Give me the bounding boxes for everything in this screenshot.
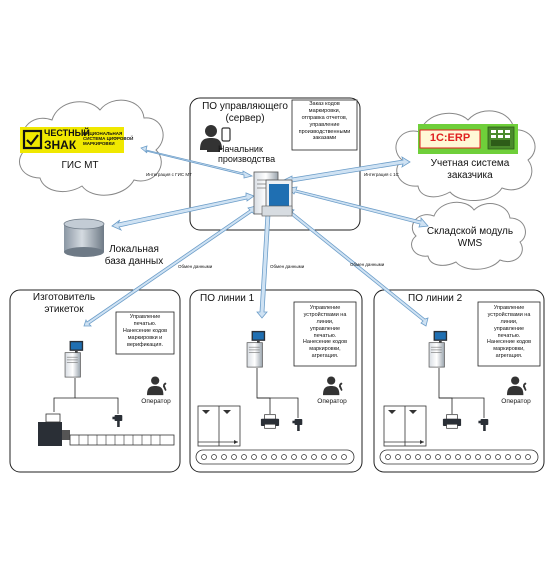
exchange-label-1: Обмен данными: [178, 264, 213, 269]
roller: [241, 454, 247, 460]
roller: [415, 454, 421, 460]
note-line: маркировки,: [309, 346, 341, 353]
note-line: Управление: [309, 305, 341, 311]
gis-integration-label: Интеграция с ГИС МТ: [146, 172, 192, 177]
note-line: устройствами на: [303, 311, 347, 318]
roller: [281, 454, 287, 460]
roller: [341, 454, 347, 460]
gis-logo-word2: ЗНАК: [44, 138, 77, 152]
labeler-operator: Оператор: [141, 398, 171, 405]
conveyor-rollers: [201, 454, 531, 460]
wms-label: Складской модуль WMS: [426, 226, 514, 249]
chief-label: Начальник производства: [218, 144, 276, 165]
roller: [425, 454, 431, 460]
big-printer: [38, 413, 70, 446]
db-label: Локальная база данных: [104, 244, 164, 267]
arrows: [83, 145, 429, 327]
roller: [455, 454, 461, 460]
gis-logo: [20, 127, 124, 153]
roller: [435, 454, 441, 460]
note-line: Заказ кодов: [309, 101, 340, 107]
roller: [301, 454, 307, 460]
line2-operator: Оператор: [501, 398, 531, 405]
note-line: агрегация.: [311, 353, 339, 360]
server-cluster: [253, 171, 293, 217]
note-line: заказами: [312, 135, 337, 142]
erp-label: Учетная система заказчика: [430, 158, 510, 181]
roller: [475, 454, 481, 460]
roller: [445, 454, 451, 460]
note-line: производственными: [298, 128, 351, 135]
note-line: агрегация.: [495, 353, 523, 360]
server-title: ПО управляющего (сервер): [202, 101, 288, 124]
note-line: печатью.: [313, 332, 337, 339]
erp-logo: [418, 124, 518, 154]
note-line: Нанесение кодов: [486, 339, 532, 346]
roller: [495, 454, 501, 460]
note-line: линии,: [316, 318, 334, 325]
note-line: маркировки и: [127, 334, 163, 341]
gis-label: ГИС МТ: [61, 160, 99, 171]
roller: [261, 454, 267, 460]
note-line: устройствами на: [487, 311, 531, 318]
note-line: линии,: [500, 318, 518, 325]
note-line: МАРКИРОВКИ: [83, 141, 115, 147]
note-line: управление: [309, 121, 340, 128]
roller: [211, 454, 217, 460]
roller: [271, 454, 277, 460]
exchange-label-3: Обмен данными: [350, 262, 385, 267]
roller: [221, 454, 227, 460]
line2-title: ПО линии 2: [408, 293, 463, 304]
cloud-wms: [411, 201, 526, 270]
note-line: НАЦИОНАЛЬНАЯ: [83, 131, 123, 136]
labeler-title: Изготовитель этикеток: [32, 292, 96, 315]
line1-title: ПО линии 1: [200, 293, 255, 304]
roller: [525, 454, 531, 460]
note-line: печатью.: [133, 320, 157, 327]
note-line: Интеграция с ГИС МТ: [146, 172, 192, 177]
note-line: Нанесение кодов: [122, 327, 168, 334]
roller: [331, 454, 337, 460]
note-line: печатью.: [497, 332, 521, 339]
note-line: отправка отчетов,: [301, 114, 348, 121]
note-line: Нанесение кодов: [302, 339, 348, 346]
line1-operator: Оператор: [317, 398, 347, 405]
chief-icons: [200, 125, 231, 152]
note-line: Управление: [493, 305, 525, 311]
roller: [321, 454, 327, 460]
note-line: управление: [493, 325, 525, 332]
roller: [385, 454, 391, 460]
roller: [465, 454, 471, 460]
roller: [201, 454, 207, 460]
roller: [405, 454, 411, 460]
note-line: управление: [309, 325, 341, 332]
roller: [291, 454, 297, 460]
roller: [251, 454, 257, 460]
erp-logo-text: 1С:ERP: [429, 132, 471, 144]
note-line: СИСТЕМА ЦИФРОВОЙ: [83, 136, 134, 142]
label-tape: [69, 434, 175, 446]
note-line: маркировки,: [493, 346, 525, 353]
roller: [485, 454, 491, 460]
gis-logo-word1: ЧЕСТНЫЙ: [44, 128, 90, 138]
arrow-gis: [140, 145, 254, 179]
note-line: маркировки,: [308, 107, 341, 114]
roller: [515, 454, 521, 460]
erp-integration-label: Интеграция с 1С: [364, 172, 399, 177]
roller: [395, 454, 401, 460]
exchange-label-2: Обмен данными: [270, 264, 305, 269]
roller: [231, 454, 237, 460]
db-cylinder: [63, 218, 105, 257]
roller: [311, 454, 317, 460]
note-line: Управление: [129, 314, 161, 320]
roller: [505, 454, 511, 460]
note-line: верификация.: [127, 341, 163, 348]
